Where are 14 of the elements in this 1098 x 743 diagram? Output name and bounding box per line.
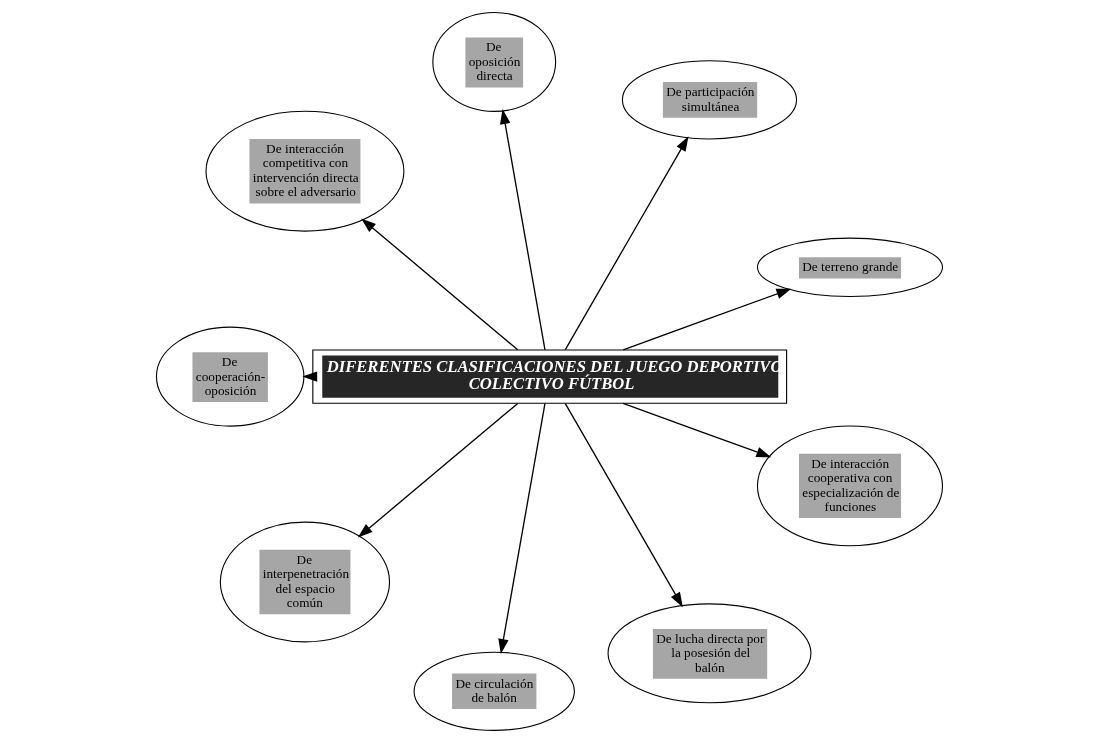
arrow [497,402,546,654]
arrow [564,402,683,608]
arrow [564,136,688,351]
arrow [357,402,518,538]
node-ellipse: De cooperación-oposición [155,326,304,427]
node-ellipse: De lucha directa por la posesión del balón [607,603,811,704]
arrow [622,402,771,458]
arrow [499,109,546,351]
node-ellipse: De oposición directa [431,11,556,112]
node-ellipse: De participación simultánea [621,60,797,140]
arrow [360,218,518,351]
arrow [622,288,791,351]
arrow [301,371,317,382]
node-ellipse: De circulación de balón [413,651,575,731]
